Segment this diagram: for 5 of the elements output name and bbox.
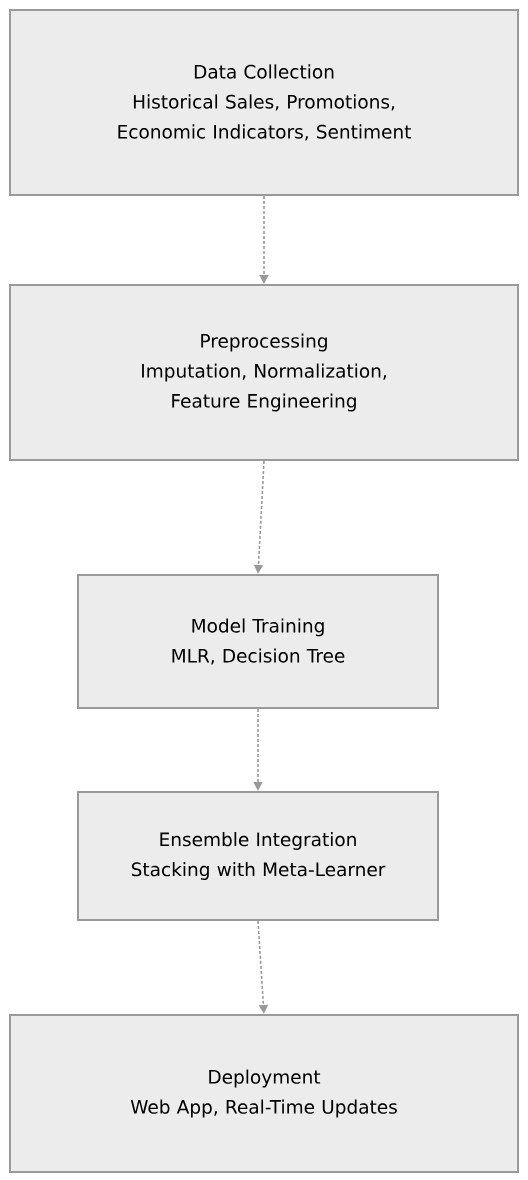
process-box: Model Training MLR, Decision Tree <box>77 574 439 709</box>
process-box: Ensemble Integration Stacking with Meta-Learner <box>77 791 439 921</box>
process-box: Preprocessing Imputation, Normalization, Feature Engineering <box>9 284 519 461</box>
process-box: Deployment Web App, Real-Time Updates <box>9 1014 519 1173</box>
process-box: Data Collection Historical Sales, Promotions, Economic Indicators, Sentiment <box>9 9 519 196</box>
